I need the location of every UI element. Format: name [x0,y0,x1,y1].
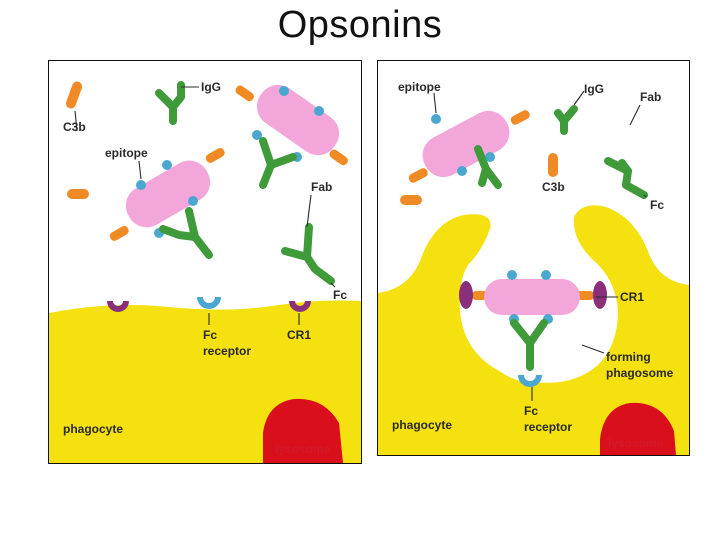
label-lysosome: lysosome [275,442,331,456]
cr1-receptor [593,281,607,309]
igg-bound-2 [159,207,213,259]
cr1-receptor [289,301,311,312]
label-fc-receptor-1: Fc [203,328,217,342]
igg-bound-2 [510,319,548,371]
igg-antibody [554,105,578,135]
label-fab: Fab [640,90,661,104]
igg-bound-1 [474,145,502,189]
cr1-receptor [459,281,473,309]
antigen-bacterium-2 [472,270,594,324]
c3b-fragment [548,153,558,177]
cr1-receptor [107,301,129,312]
label-fc-receptor-2: receptor [203,344,251,358]
fc-receptor [518,375,542,387]
label-fc-receptor-1: Fc [524,404,538,418]
antigen-bacterium-1 [408,110,530,183]
label-fab: Fab [311,180,332,194]
igg-free [604,157,648,199]
label-cr1: CR1 [620,290,644,304]
igg-free [281,223,335,285]
label-lysosome: lysosome [608,436,664,450]
label-epitope: epitope [398,80,441,94]
label-forming-1: forming [606,350,651,364]
c3b-fragment [67,189,89,199]
forming-phagosome [474,259,598,383]
label-igg: IgG [201,80,221,94]
opsonization-after-panel: epitope IgG Fab C3b Fc CR1 forming phago… [377,60,690,456]
label-fc: Fc [333,288,347,302]
label-phagocyte: phagocyte [63,422,123,436]
lysosome-shape [263,398,343,463]
label-fc: Fc [650,198,664,212]
slide-title: Opsonins [277,4,443,46]
label-igg: IgG [584,82,604,96]
opsonization-before-panel: IgG C3b epitope Fab Fc Fc receptor CR1 p… [48,60,362,464]
igg-bound-1 [259,137,297,189]
label-cr1: CR1 [287,328,311,342]
lysosome-shape [600,402,676,455]
label-c3b: C3b [63,120,86,134]
label-fc-receptor-2: receptor [524,420,572,434]
phagocyte-body [378,205,689,455]
label-epitope: epitope [105,146,148,160]
c3b-fragment [65,81,83,109]
c3b-fragment [400,195,422,205]
label-phagocyte: phagocyte [392,418,452,432]
igg-antibody [155,81,185,125]
label-c3b: C3b [542,180,565,194]
antigen-bacterium-2 [109,148,225,241]
fc-receptor [197,297,221,309]
label-forming-2: phagosome [606,366,674,380]
